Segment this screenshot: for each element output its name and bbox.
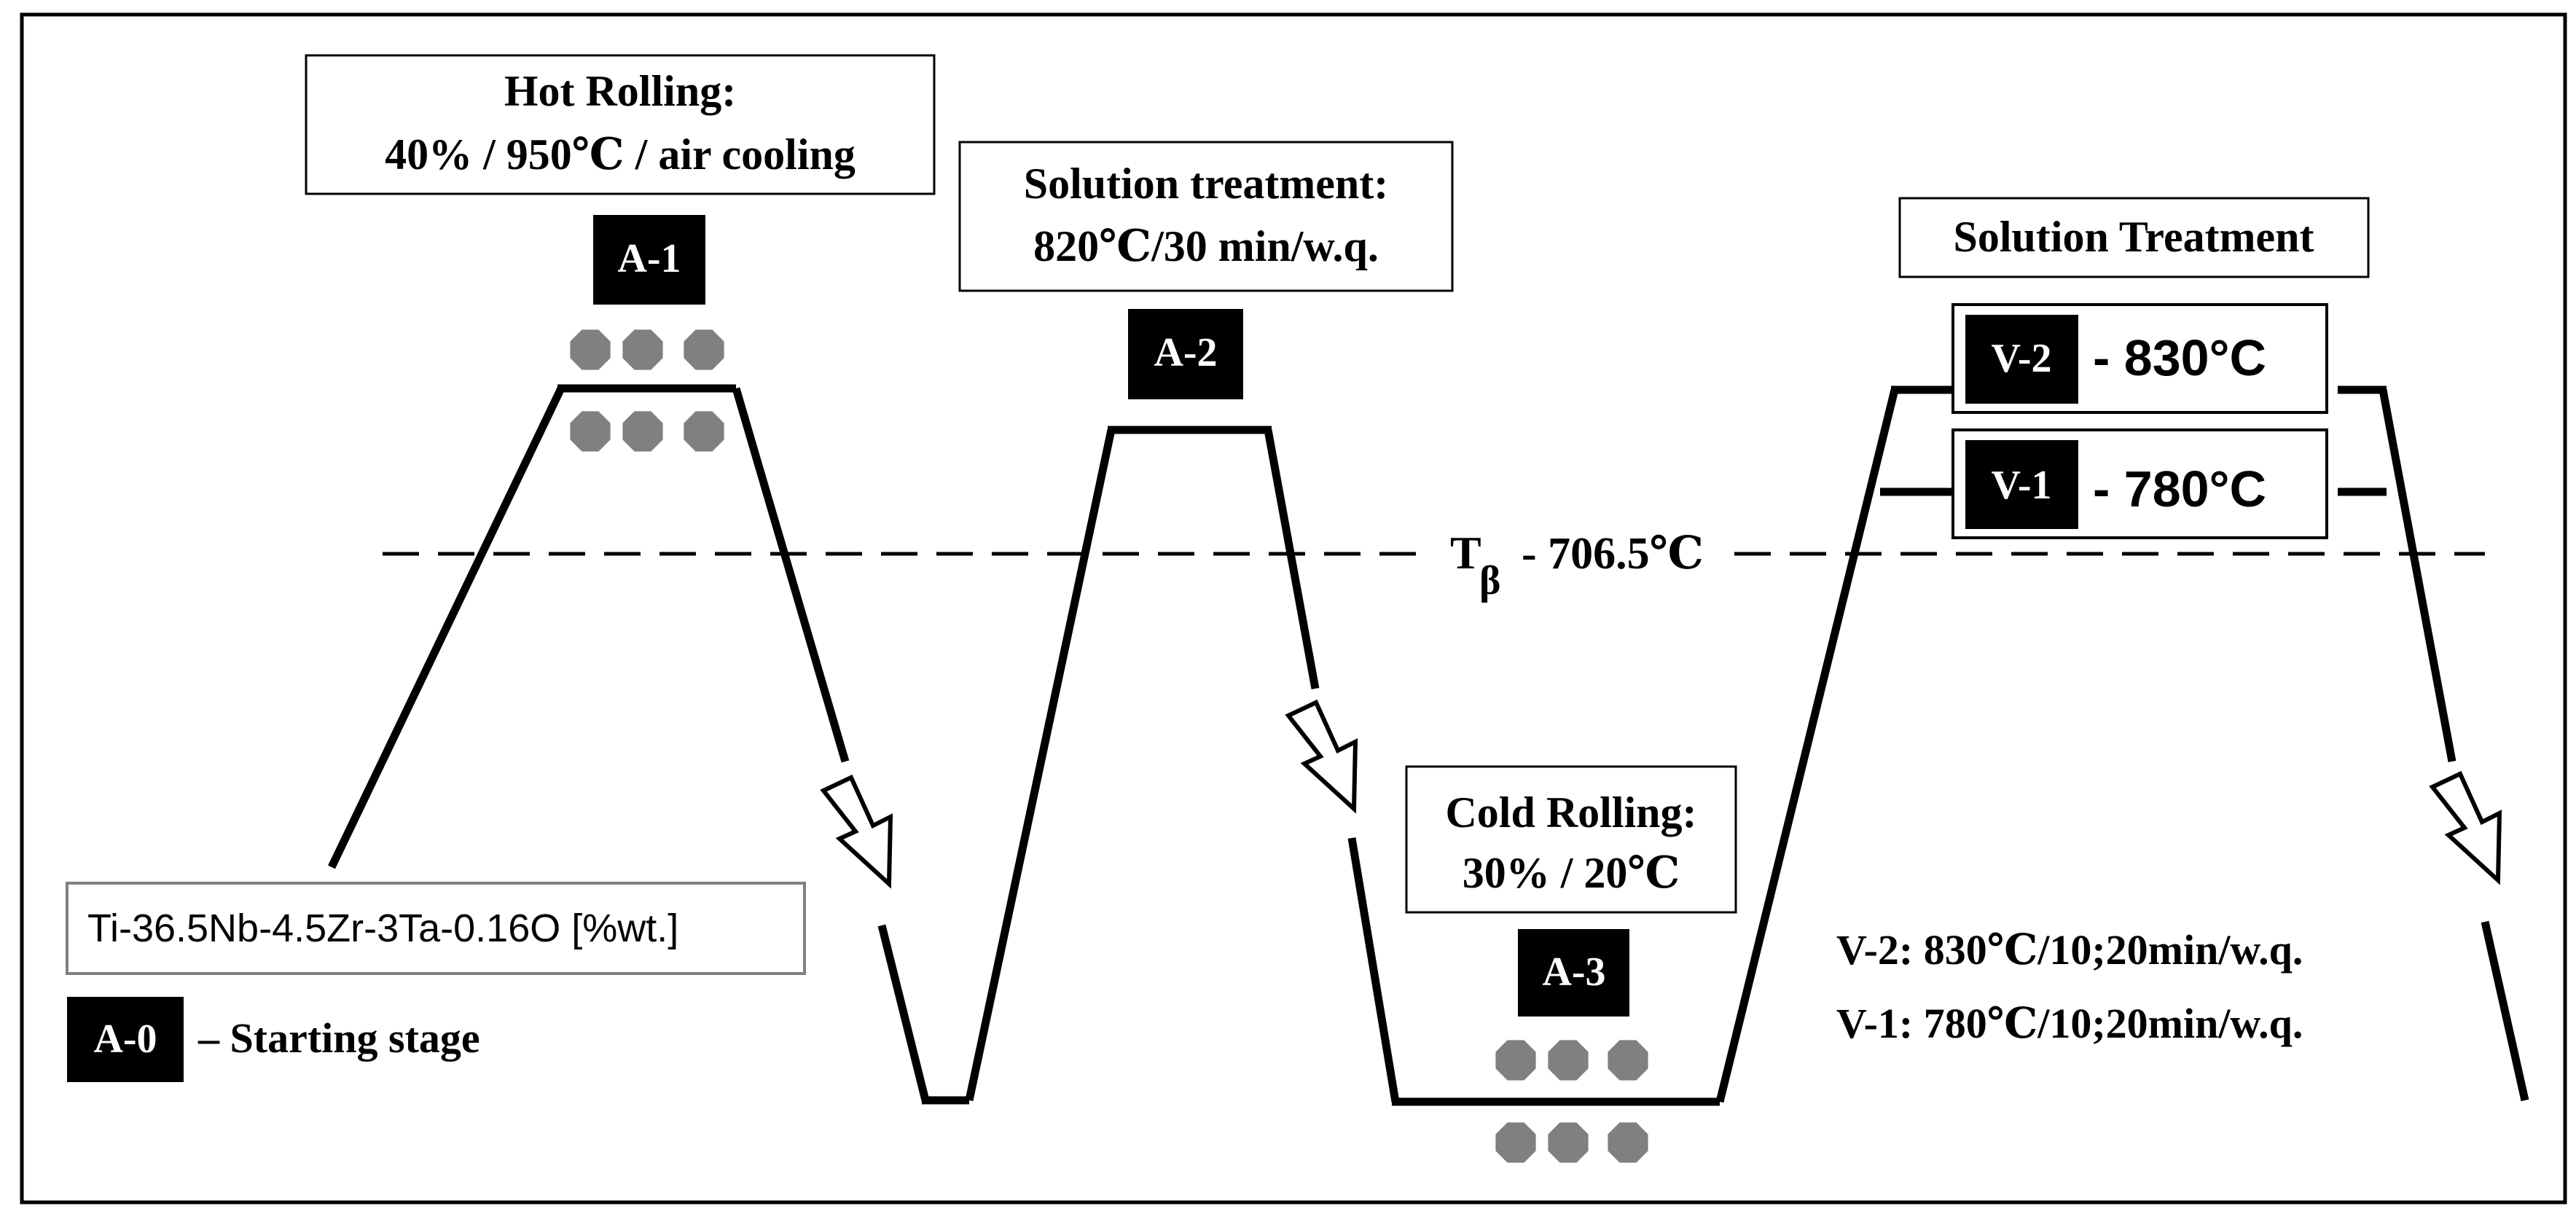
- a0-legend: A-0 – Starting stage: [67, 997, 480, 1082]
- solution-v-title: Solution Treatment: [1953, 213, 2314, 261]
- tbeta-value: - 706.5℃: [1522, 529, 1704, 579]
- solution-treatment-v-box: Solution Treatment: [1898, 197, 2370, 278]
- v1-detail: V-1: 780℃/10;20min/w.q.: [1836, 1000, 2303, 1047]
- a0-badge-label: A-0: [93, 1017, 157, 1062]
- cold-rolling-box: Cold Rolling: 30% / 20℃: [1405, 765, 1737, 914]
- tbeta-symbol: T: [1450, 527, 1481, 579]
- v1-temperature: - 780°C: [2093, 461, 2266, 517]
- a3-badge-label: A-3: [1542, 949, 1605, 995]
- v2-temperature: - 830°C: [2093, 329, 2266, 386]
- cold-rolling-title: Cold Rolling:: [1445, 788, 1696, 837]
- v1-box: V-1 - 780°C: [1951, 428, 2328, 539]
- cold-rolling-params: 30% / 20℃: [1463, 849, 1680, 897]
- a2-badge-label: A-2: [1154, 330, 1217, 375]
- alloy-composition-box: Ti-36.5Nb-4.5Zr-3Ta-0.16O [%wt.]: [66, 882, 806, 975]
- solution-a2-params: 820℃/30 min/w.q.: [1033, 222, 1379, 270]
- hot-rolling-title: Hot Rolling:: [504, 67, 736, 115]
- solution-a2-title: Solution treatment:: [1024, 160, 1389, 208]
- beta-transus-label: T β - 706.5℃: [1432, 521, 1731, 608]
- a1-badge-label: A-1: [617, 236, 681, 281]
- a1-badge: A-1: [593, 215, 705, 305]
- solution-treatment-a2-box: Solution treatment: 820℃/30 min/w.q.: [958, 141, 1454, 292]
- v2-badge-label: V-2: [1992, 336, 2052, 381]
- a0-description: – Starting stage: [197, 1014, 480, 1062]
- hot-rolling-box: Hot Rolling: 40% / 950℃ / air cooling: [305, 54, 936, 195]
- a3-badge: A-3: [1518, 929, 1629, 1017]
- temperature-profile: [328, 384, 2529, 1106]
- alloy-composition-label: Ti-36.5Nb-4.5Zr-3Ta-0.16O [%wt.]: [87, 906, 678, 950]
- a2-badge: A-2: [1128, 309, 1243, 399]
- tbeta-subscript: β: [1479, 558, 1501, 603]
- v1-badge-label: V-1: [1992, 463, 2052, 508]
- a0-badge: [67, 997, 184, 1082]
- v2-badge: [1965, 315, 2078, 404]
- v2-detail: V-2: 830℃/10;20min/w.q.: [1836, 926, 2303, 974]
- v1-badge: [1965, 440, 2078, 529]
- hot-rolling-params: 40% / 950℃ / air cooling: [385, 130, 856, 179]
- v2-box: V-2 - 830°C: [1951, 303, 2328, 414]
